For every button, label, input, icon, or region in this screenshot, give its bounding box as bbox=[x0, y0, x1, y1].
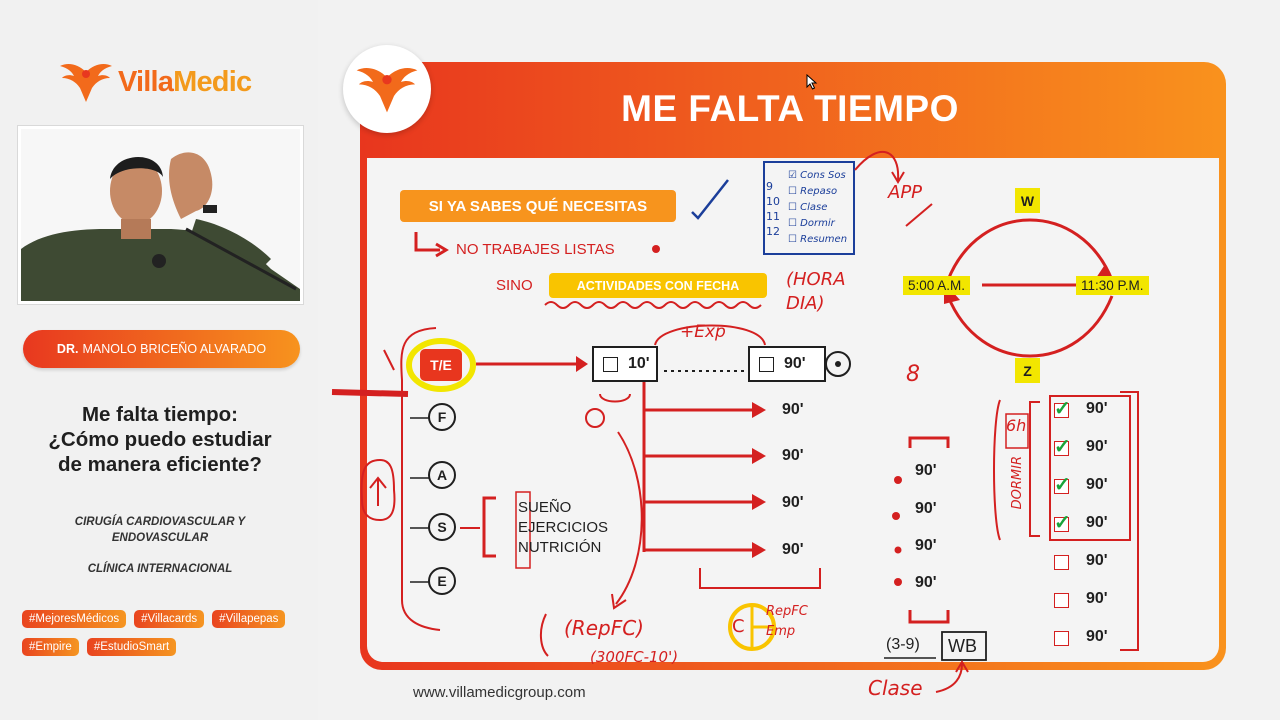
rep-fc-note: (RepFC) bbox=[564, 616, 644, 640]
slide-content-area bbox=[367, 158, 1219, 662]
ninety-minute-box: 90' bbox=[748, 346, 826, 382]
hora-dia-note: (HORA DIA) bbox=[786, 269, 846, 314]
todo-item: ☐ Dormir bbox=[788, 218, 835, 229]
clase-note: Clase bbox=[868, 676, 923, 700]
mid-minutes: 90' bbox=[915, 574, 937, 591]
range-label: (3-9) bbox=[886, 636, 920, 653]
hashtag: #Empire bbox=[22, 638, 79, 656]
dated-activities-label: ACTIVIDADES CON FECHA bbox=[549, 273, 767, 298]
branch-minutes: 90' bbox=[782, 541, 804, 558]
fase-letter-e: E bbox=[428, 567, 456, 595]
eight-hours-note: 8 bbox=[906, 362, 920, 387]
wellbeing-item: NUTRICIÓN bbox=[518, 539, 602, 556]
brand-name: VillaMedic bbox=[118, 65, 252, 98]
todo-item: ☐ Repaso bbox=[788, 186, 838, 197]
checkbox-icon[interactable] bbox=[1054, 593, 1069, 608]
talk-title: Me falta tiempo: ¿Cómo puedo estudiar de… bbox=[48, 403, 272, 476]
checkbox-icon[interactable] bbox=[1054, 441, 1069, 456]
w-label: W bbox=[1015, 188, 1040, 213]
todo-list-items: ☑ Cons Sos ☐ Repaso ☐ Clase ☐ Dormir ☐ R… bbox=[788, 168, 847, 248]
six-hours-note: 6h bbox=[1006, 416, 1027, 435]
app-note: APP bbox=[888, 182, 923, 203]
fase-letter-f: F bbox=[428, 403, 456, 431]
fase-letter-a: A bbox=[428, 461, 456, 489]
checkbox-icon[interactable] bbox=[1054, 517, 1069, 532]
hashtag: #Villacards bbox=[134, 610, 205, 628]
checkbox-icon[interactable] bbox=[1054, 403, 1069, 418]
c-note: C bbox=[732, 616, 745, 637]
te-label: T/E bbox=[420, 349, 462, 381]
mid-minutes: 90' bbox=[915, 462, 937, 479]
slide-logo-badge bbox=[343, 45, 431, 133]
branch-minutes: 90' bbox=[782, 401, 804, 418]
wellbeing-item: EJERCICIOS bbox=[518, 519, 609, 536]
checkbox-icon bbox=[759, 357, 774, 372]
checkmark-icon: ✓ bbox=[1054, 512, 1071, 534]
know-what-you-need-label: SI YA SABES QUÉ NECESITAS bbox=[400, 190, 676, 222]
branch-minutes: 90' bbox=[782, 447, 804, 464]
checkbox-icon bbox=[603, 357, 618, 372]
checkbox-icon[interactable] bbox=[1054, 555, 1069, 570]
mid-minutes: 90' bbox=[915, 537, 937, 554]
presenter-institution: CLÍNICA INTERNACIONAL bbox=[87, 563, 233, 575]
phoenix-logo-icon bbox=[60, 64, 112, 102]
c-breakdown-note: RepFC Emp bbox=[766, 604, 808, 639]
presenter-sidebar: VillaMedic DR.MANOLO BRICEÑO ALVARADO Me… bbox=[0, 0, 318, 720]
wellbeing-item: SUEÑO bbox=[518, 499, 572, 516]
presenter-webcam bbox=[18, 126, 303, 304]
hashtag: #EstudioSmart bbox=[86, 638, 177, 656]
hashtag: #MejoresMédicos bbox=[22, 610, 127, 628]
todo-item: ☐ Resumen bbox=[788, 234, 848, 245]
brand-logo: VillaMedic bbox=[58, 58, 252, 106]
presenter-specialty: CIRUGÍA CARDIOVASCULAR Y ENDOVASCULAR bbox=[74, 516, 246, 544]
slide-title: ME FALTA TIEMPO bbox=[621, 88, 959, 129]
mid-minutes: 90' bbox=[915, 500, 937, 517]
checkmark-icon: ✓ bbox=[1054, 474, 1071, 496]
mouse-cursor-icon bbox=[806, 74, 818, 90]
sleep-time: 11:30 P.M. bbox=[1076, 276, 1149, 295]
ten-minute-box: 10' bbox=[592, 346, 658, 382]
checkmark-icon: ✓ bbox=[1054, 398, 1071, 420]
no-lists-text: NO TRABAJES LISTAS bbox=[456, 241, 615, 258]
wb-label: WB bbox=[948, 636, 977, 656]
z-label: Z bbox=[1015, 358, 1040, 383]
dormir-note: DORMIR bbox=[1010, 456, 1025, 510]
checkmark-icon: ✓ bbox=[1054, 436, 1071, 458]
exp-note: +Exp bbox=[680, 322, 726, 342]
rep-fc-detail-note: (300FC-10') bbox=[590, 648, 679, 666]
sino-text: SINO bbox=[496, 277, 533, 294]
wake-time: 5:00 A.M. bbox=[903, 276, 971, 295]
presenter-video-frame bbox=[21, 129, 300, 301]
website-url[interactable]: www.villamedicgroup.com bbox=[413, 684, 586, 701]
todo-item: ☑ Cons Sos bbox=[788, 170, 846, 181]
checkbox-icon[interactable] bbox=[1054, 479, 1069, 494]
branch-minutes: 90' bbox=[782, 494, 804, 511]
fase-letter-s: S bbox=[428, 513, 456, 541]
presenter-name-badge: DR.MANOLO BRICEÑO ALVARADO bbox=[23, 330, 300, 368]
wellbeing-list: SUEÑO EJERCICIOS NUTRICIÓN bbox=[518, 498, 608, 558]
hashtag: #Villapepas bbox=[212, 610, 286, 628]
hashtag-list: #MejoresMédicos #Villacards #Villapepas … bbox=[22, 610, 307, 656]
phoenix-logo-icon bbox=[356, 68, 418, 113]
checkbox-icon[interactable] bbox=[1054, 631, 1069, 646]
todo-list-numbers: 9 10 11 12 bbox=[766, 180, 780, 238]
todo-item: ☐ Clase bbox=[788, 202, 828, 213]
